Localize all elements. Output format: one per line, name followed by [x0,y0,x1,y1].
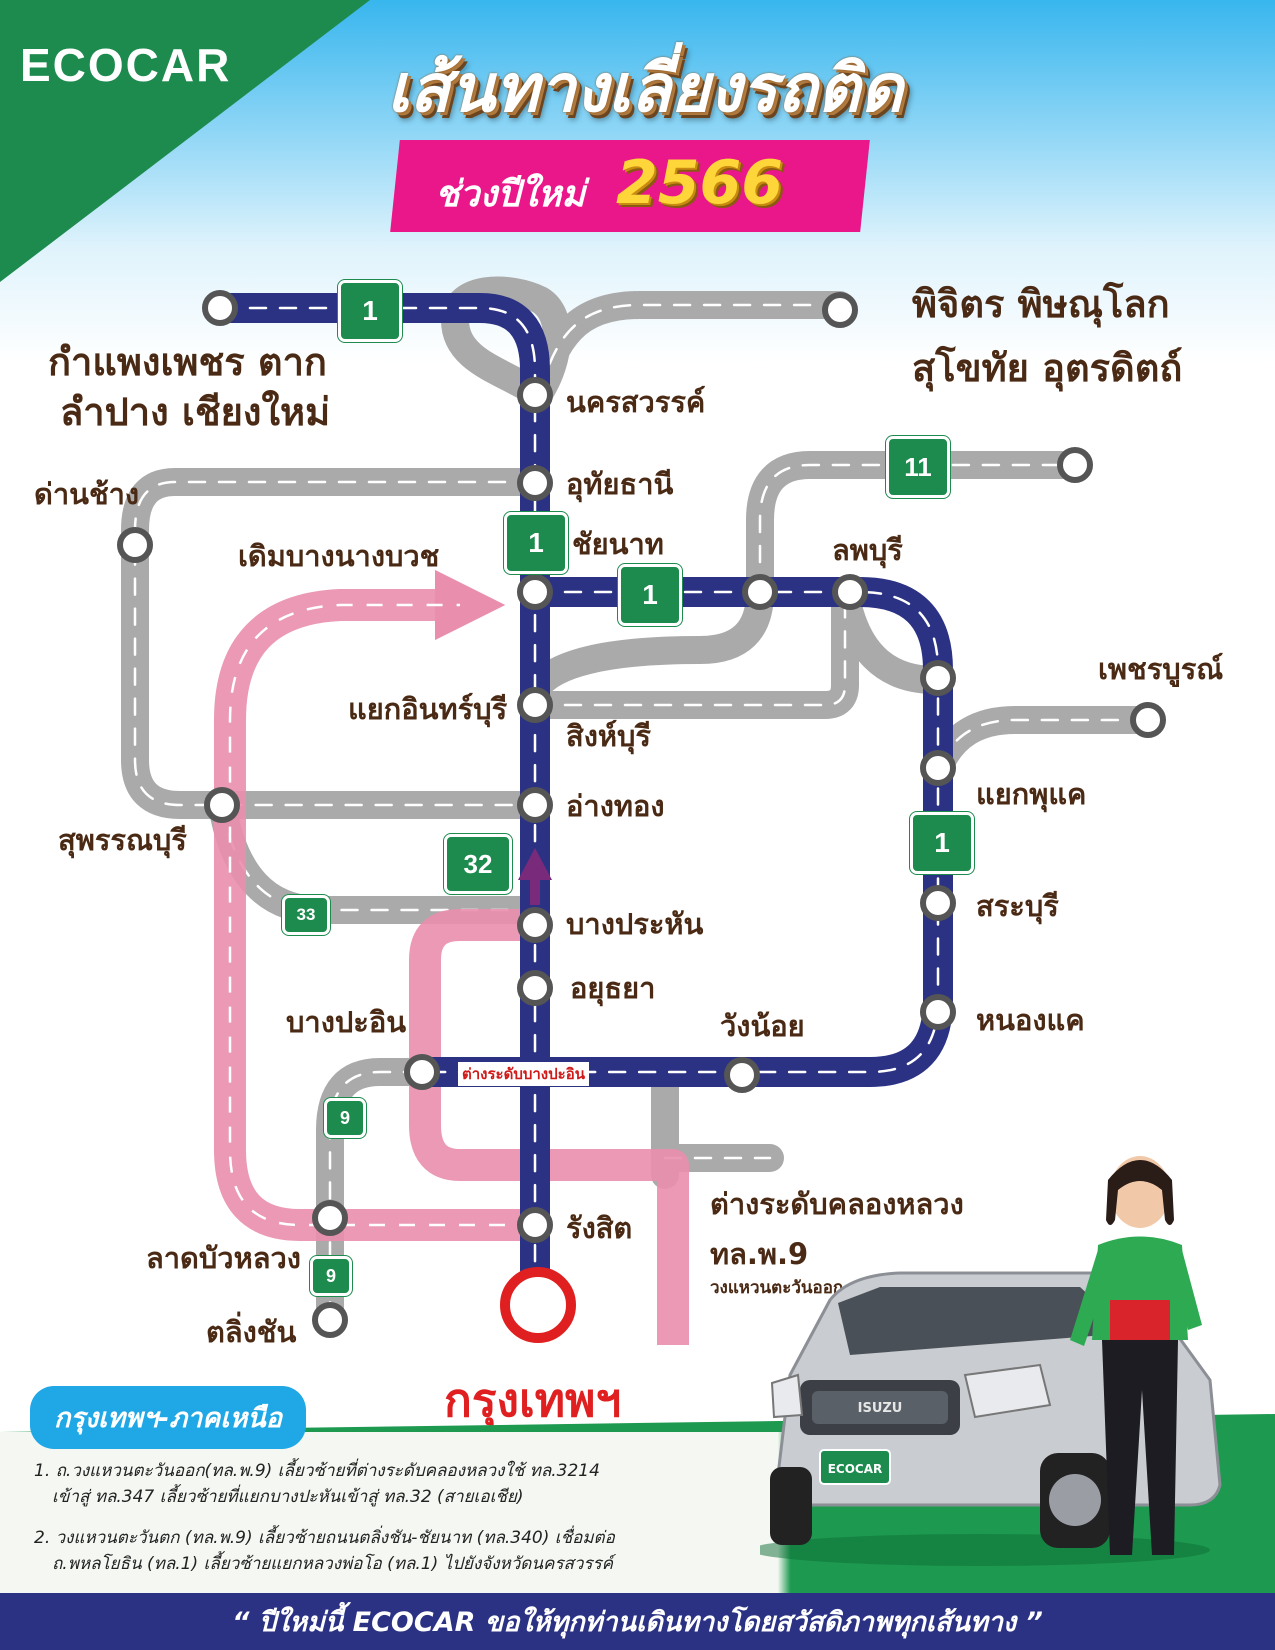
shield-route-9-lower: 9 [310,1256,352,1296]
legend-tag: กรุงเทพฯ-ภาคเหนือ [30,1386,306,1449]
shield-route-11: 11 [886,436,950,498]
node-rangsit [517,1207,553,1243]
label-ring-road-sub: วงแหวนตะวันออก [710,1278,844,1298]
label-dan-chang: ด่านช้าง [34,477,140,511]
label-chainat: ชัยนาท [572,527,664,561]
label-nakhon-sawan: นครสวรรค์ [566,385,706,419]
node-saraburi [920,885,956,921]
label-ang-thong: อ่างทอง [566,789,665,823]
shield-route-9-upper: 9 [324,1098,366,1138]
legend-route-2: 2. วงแหวนตะวันตก (ทล.พ.9) เลี้ยวซ้ายถนนต… [34,1525,615,1578]
node-suphanburi [204,787,240,823]
node-derm-bang [517,574,553,610]
label-suphanburi: สุพรรณบุรี [58,823,187,857]
legend-route-1-line2: เข้าสู่ ทล.347 เลี้ยวซ้ายที่แยกบางปะหันเ… [52,1487,524,1508]
banner-label: ช่วงปีใหม่ [435,174,586,215]
node-taling-chan [312,1302,348,1338]
node-kamphaeng [202,290,238,326]
shield-route-1-chainat: 1 [504,512,568,574]
node-bang-pahan [517,907,553,943]
label-rangsit: รังสิต [566,1211,633,1245]
car-plate: ECOCAR [828,1462,883,1476]
label-khlong-luang-interchange: ต่างระดับคลองหลวง [710,1187,964,1221]
alt-route-danchang [121,468,549,819]
label-nong-khae: หนองแค [976,1003,1085,1037]
car-badge: ISUZU [858,1401,903,1416]
ecocar-logo: ECOCAR [20,39,232,91]
node-phukhae [920,750,956,786]
label-lopburi: ลพบุรี [832,533,903,567]
shield-route-1-north: 1 [338,280,402,342]
label-uthai-thani: อุทัยธานี [566,467,674,501]
alt-route-northeast [526,291,854,406]
suggested-route-east [409,909,689,1345]
label-phetchabun: เพชรบูรณ์ [1098,652,1224,686]
label-derm-bang: เดิมบางนางบวช [238,539,440,573]
legend-route-2-line2: ถ.พหลโยธิน (ทล.1) เลี้ยวซ้ายแยกหลวงพ่อโอ… [52,1554,613,1575]
node-phichit [822,292,858,328]
node-wang-noi [724,1057,760,1093]
node-lopburi-west [742,574,778,610]
node-ayutthaya [517,970,553,1006]
legend-route-1: 1. ถ.วงแหวนตะวันออก(ทล.พ.9) เลี้ยวซ้ายที… [34,1458,600,1511]
node-ang-thong [517,787,553,823]
label-ring-road: ทล.พ.9 [710,1237,809,1271]
node-phetchabun [1130,702,1166,738]
label-bang-pa-in-interchange: ต่างระดับบางปะอิน [458,1062,589,1086]
region-northwest-line1: กำแพงเพชร ตาก [48,340,327,384]
label-phukhae-junction: แยกพุแค [976,777,1087,811]
alt-route-inburi-11 [521,578,774,704]
main-route-north [205,293,550,1285]
banner-year: 2566 [616,148,783,218]
shield-route-32: 32 [444,834,512,894]
label-taling-chan: ตลิ่งชัน [206,1315,297,1349]
footer-message: “ ปีใหม่นี้ ECOCAR ขอให้ทุกท่านเดินทางโด… [0,1593,1275,1650]
legend-route-2-line1: 2. วงแหวนตะวันตก (ทล.พ.9) เลี้ยวซ้ายถนนต… [34,1528,615,1548]
title: เส้นทางเลี่ยงรถติด [387,50,903,127]
node-inburi [517,687,553,723]
legend-route-1-line1: 1. ถ.วงแหวนตะวันออก(ทล.พ.9) เลี้ยวซ้ายที… [34,1461,600,1481]
region-northwest-line2: ลำปาง เชียงใหม่ [60,390,331,434]
shield-route-1-east: 1 [618,564,682,626]
node-bang-pa-in [404,1054,440,1090]
shield-route-1-south: 1 [910,812,974,874]
node-nakhon-sawan [517,377,553,413]
label-singburi: สิงห์บุรี [566,719,651,753]
shield-route-33: 33 [282,895,330,935]
node-lopburi-east [920,660,956,696]
route32-arrow [518,848,552,905]
node-uthai-thani [517,465,553,501]
label-bang-pa-in: บางปะอิน [286,1005,407,1039]
label-inburi-junction: แยกอินทร์บุรี [348,692,508,726]
node-uttaradit [1057,447,1093,483]
node-dan-chang [117,527,153,563]
region-northeast-line1: พิจิตร พิษณุโลก [912,282,1170,326]
node-lopburi [832,574,868,610]
node-lat-bua-luang [312,1200,348,1236]
alt-route-phetchabun [926,706,1162,779]
region-northeast-line2: สุโขทัย อุตรดิตถ์ [912,346,1183,390]
label-bangkok: กรุงเทพฯ [444,1373,622,1427]
suggested-routes [214,569,689,1345]
label-ayutthaya: อยุธยา [570,971,656,1005]
label-wang-noi: วังน้อย [720,1009,805,1043]
stations [117,290,1166,1338]
bangkok-ring [500,1267,576,1343]
label-bang-pahan: บางประหัน [566,907,704,941]
presenter-illustration [1070,1156,1202,1555]
node-nong-khae [920,994,956,1030]
label-lat-bua-luang: ลาดบัวหลวง [146,1241,301,1275]
label-saraburi: สระบุรี [976,889,1059,923]
alt-route-lopburi-loop [831,578,949,694]
